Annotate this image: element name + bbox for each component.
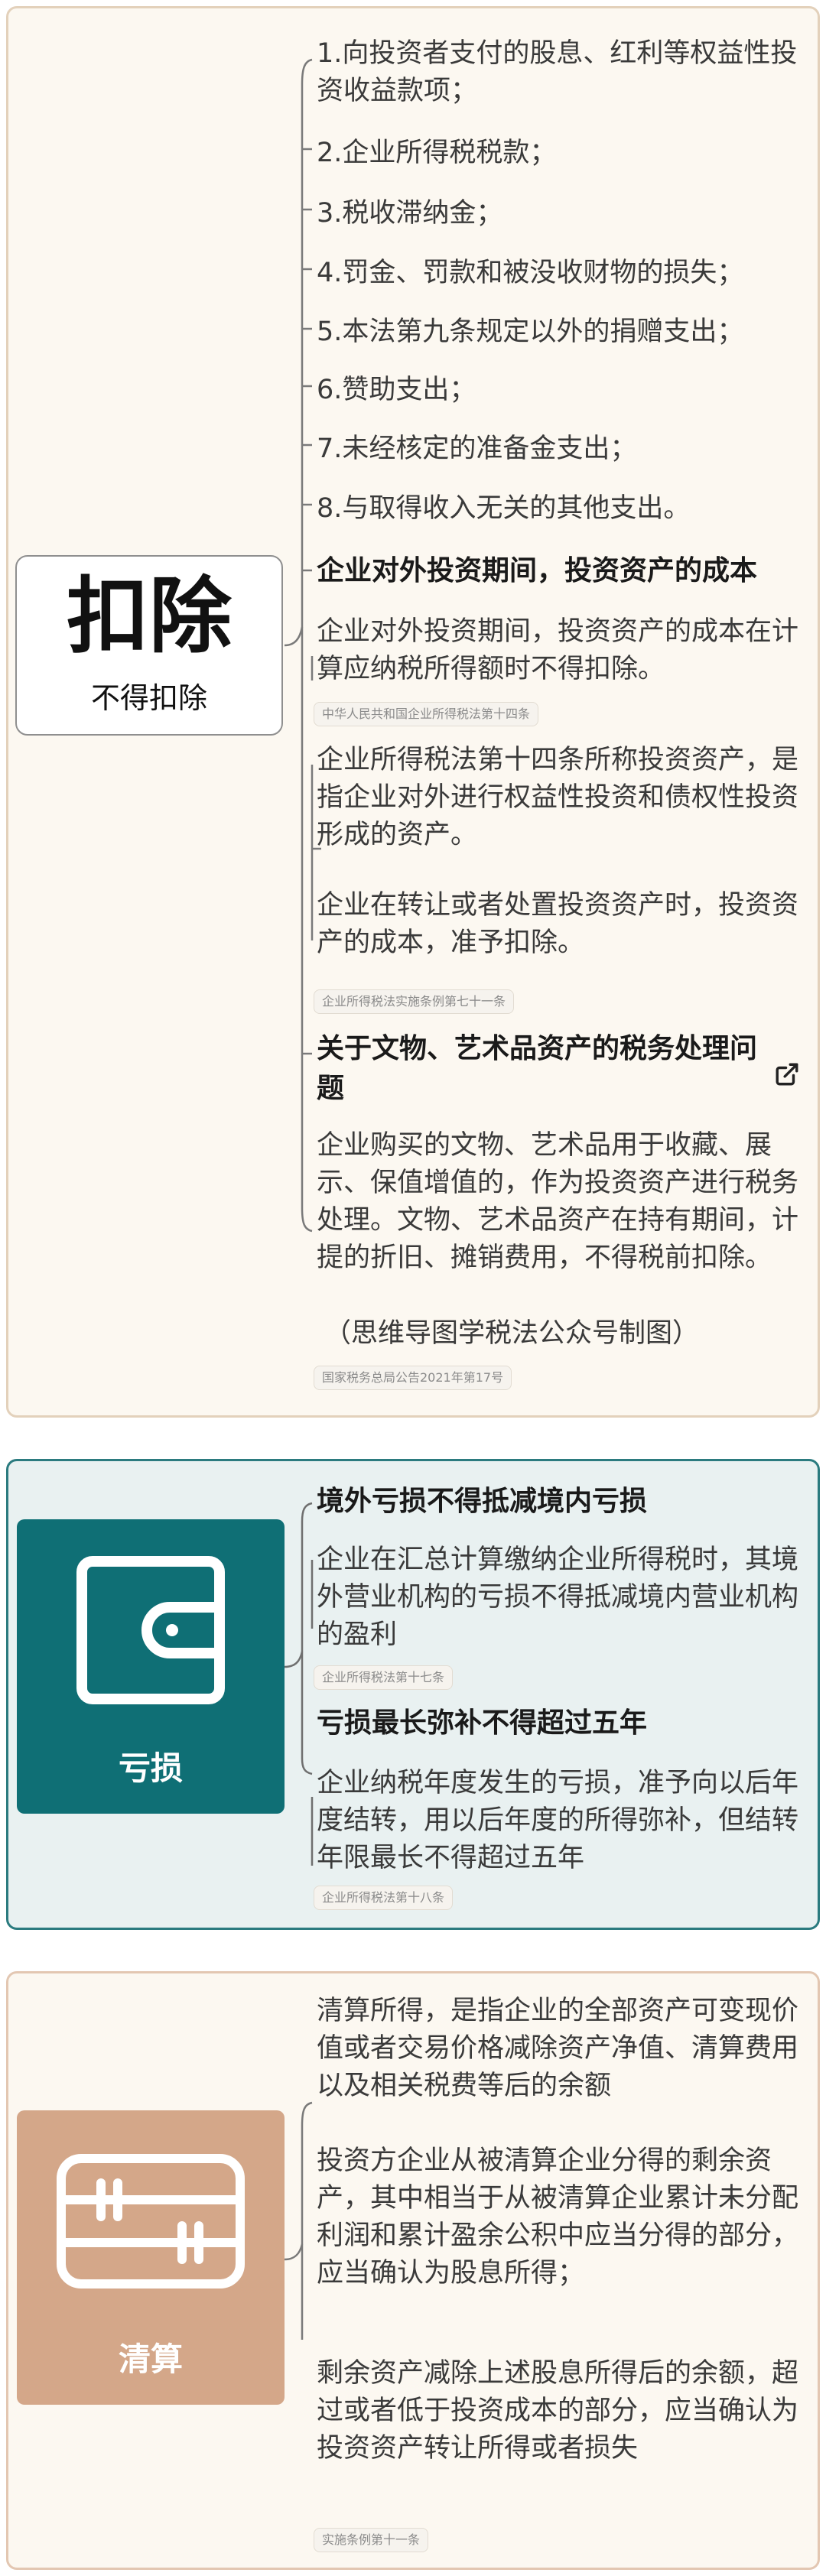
source-tag: 中华人民共和国企业所得税法第十四条 <box>314 702 539 726</box>
wallet-icon <box>74 1554 227 1707</box>
loss-text-1: 企业在汇总计算缴纳企业所得税时，其境外营业机构的亏损不得抵减境内营业机构的盈利 <box>317 1545 799 1650</box>
source-tag: 实施条例第十一条 <box>314 2528 429 2552</box>
deduction-root-node[interactable]: 扣除 不得扣除 <box>15 555 283 736</box>
invest-text: 企业对外投资期间，投资资产的成本在计算应纳税所得额时不得扣除。 <box>317 616 799 684</box>
liquidation-text-3: 剩余资产减除上述股息所得后的余额，超过或者低于投资成本的部分，应当确认为投资资产… <box>317 2358 799 2464</box>
art-note: （思维导图学税法公众号制图） <box>324 1318 700 1349</box>
invest-detail-2: 企业在转让或者处置投资资产时，投资资产的成本，准予扣除。 <box>317 890 799 958</box>
list-item: 4.罚金、罚款和被没收财物的损失； <box>317 258 744 288</box>
loss-root-node[interactable]: 亏损 <box>17 1519 285 1814</box>
list-item: 7.未经核定的准备金支出； <box>317 434 637 464</box>
list-item: 8.与取得收入无关的其他支出。 <box>317 493 691 524</box>
art-text: 企业购买的文物、艺术品用于收藏、展示、保值增值的，作为投资资产进行税务处理。文物… <box>317 1130 799 1273</box>
list-item: 2.企业所得税税款； <box>317 138 557 168</box>
liquidation-title: 清算 <box>118 2340 183 2378</box>
art-heading[interactable]: 关于文物、艺术品资产的税务处理问题 <box>317 1033 758 1104</box>
source-tag: 企业所得税法第十八条 <box>314 1886 454 1910</box>
source-tag: 国家税务总局公告2021年第17号 <box>314 1366 512 1390</box>
list-item: 1.向投资者支付的股息、红利等权益性投资收益款项； <box>317 38 798 106</box>
deduction-content: 1.向投资者支付的股息、红利等权益性投资收益款项； 2.企业所得税税款； 3.税… <box>314 35 821 1411</box>
loss-text-2: 企业纳税年度发生的亏损，准予向以后年度结转，用以后年度的所得弥补，但结转年限最长… <box>317 1768 799 1873</box>
liquidation-content: 清算所得，是指企业的全部资产可变现价值或者交易价格减除资产净值、清算费用以及相关… <box>314 1993 821 2574</box>
liquidation-card-icon <box>55 2152 246 2290</box>
source-tag: 企业所得税法第十七条 <box>314 1665 454 1690</box>
list-item: 6.赞助支出； <box>317 375 476 405</box>
list-item: 5.本法第九条规定以外的捐赠支出； <box>317 317 744 347</box>
deduction-subtitle: 不得扣除 <box>90 681 207 715</box>
liquidation-text-1: 清算所得，是指企业的全部资产可变现价值或者交易价格减除资产净值、清算费用以及相关… <box>317 1996 799 2101</box>
list-item: 3.税收滞纳金； <box>317 198 503 229</box>
liquidation-root-node[interactable]: 清算 <box>17 2110 285 2405</box>
invest-heading: 企业对外投资期间，投资资产的成本 <box>317 555 758 586</box>
loss-connectors <box>284 1502 314 1866</box>
loss-content: 境外亏损不得抵减境内亏损 企业在汇总计算缴纳企业所得税时，其境外营业机构的亏损不… <box>314 1482 821 1925</box>
loss-title: 亏损 <box>118 1749 183 1787</box>
deduction-connectors <box>284 58 321 1233</box>
invest-detail-1: 企业所得税法第十四条所称投资资产，是指企业对外进行权益性投资和债权性投资形成的资… <box>317 745 799 850</box>
loss-heading-2: 亏损最长弥补不得超过五年 <box>317 1707 648 1739</box>
liquidation-text-2: 投资方企业从被清算企业分得的剩余资产，其中相当于从被清算企业累计未分配利润和累计… <box>317 2146 799 2289</box>
source-tag: 企业所得税法实施条例第七十一条 <box>314 989 515 1014</box>
deduction-title: 扣除 <box>66 569 232 664</box>
external-link-icon[interactable] <box>774 1061 800 1087</box>
loss-heading-1: 境外亏损不得抵减境内亏损 <box>317 1486 648 1517</box>
